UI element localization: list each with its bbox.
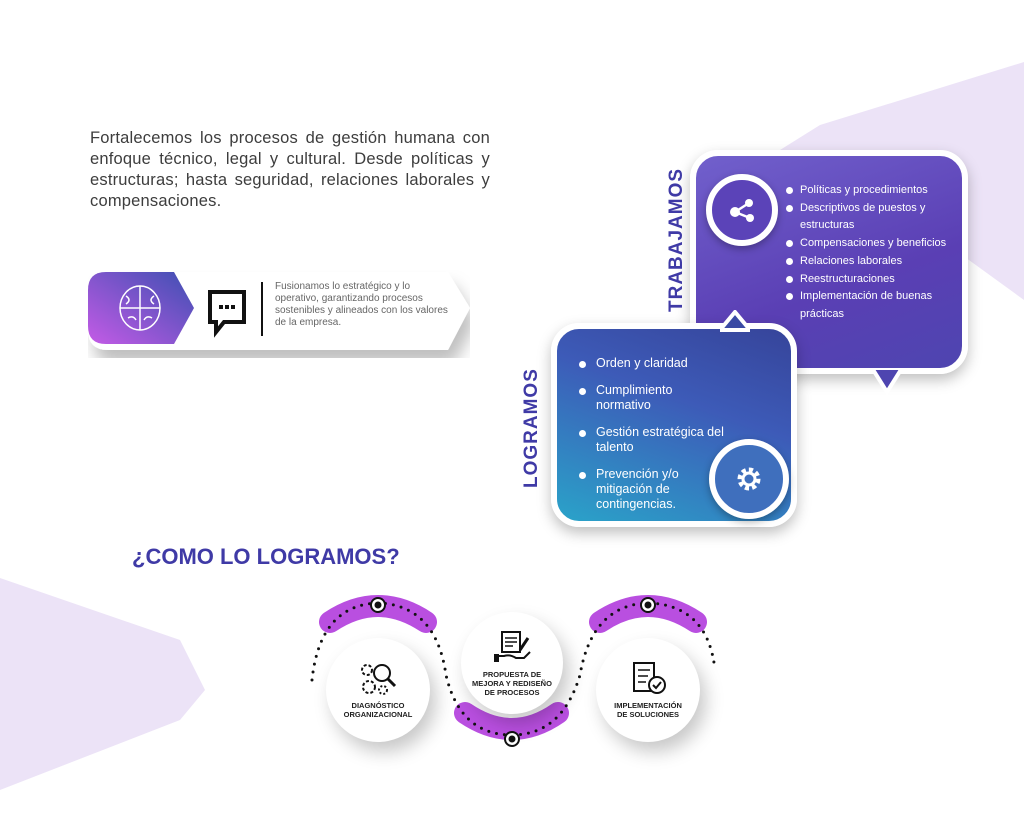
list-item: Implementación de buenas prácticas xyxy=(786,288,966,323)
step-implementacion: IMPLEMENTACIÓN DE SOLUCIONES xyxy=(596,638,700,742)
logramos-pointer xyxy=(720,310,750,332)
intro-paragraph: Fortalecemos los procesos de gestión hum… xyxy=(90,129,490,210)
section-heading: ¿COMO LO LOGRAMOS? xyxy=(132,544,400,569)
trabajamos-pointer xyxy=(872,368,902,396)
checklist-icon xyxy=(633,662,666,694)
chat-bubble-icon xyxy=(208,290,246,338)
share-icon xyxy=(706,174,778,246)
step-propuesta: PROPUESTA DE MEJORA Y REDISEÑO DE PROCES… xyxy=(461,612,563,714)
list-item: Cumplimiento normativo xyxy=(579,383,729,413)
list-item: Descriptivos de puestos y estructuras xyxy=(786,200,966,235)
list-item: Orden y claridad xyxy=(579,356,729,371)
list-item: Reestructuraciones xyxy=(786,271,966,289)
info-card xyxy=(88,272,470,350)
card-text: Fusionamos lo estratégico y lo operativo… xyxy=(275,281,448,328)
trabajamos-box: Políticas y procedimientos Descriptivos … xyxy=(690,150,968,374)
logramos-list: Orden y claridad Cumplimiento normativo … xyxy=(579,356,729,524)
step-label: PROPUESTA DE MEJORA Y REDISEÑO DE PROCES… xyxy=(472,669,552,697)
process-path xyxy=(310,595,717,747)
trabajamos-list: Políticas y procedimientos Descriptivos … xyxy=(786,182,966,324)
logramos-label: LOGRAMOS xyxy=(521,368,542,488)
list-item: Relaciones laborales xyxy=(786,253,966,271)
document-hand-icon xyxy=(494,630,531,662)
list-item: Prevención y/o mitigación de contingenci… xyxy=(579,467,729,512)
gears-search-icon xyxy=(361,664,397,695)
gear-icon xyxy=(709,439,789,519)
list-item: Gestión estratégica del talento xyxy=(579,425,729,455)
trabajamos-label: TRABAJAMOS xyxy=(666,167,687,312)
logramos-box: Orden y claridad Cumplimiento normativo … xyxy=(551,323,797,527)
step-label: IMPLEMENTACIÓN DE SOLUCIONES xyxy=(614,701,682,719)
list-item: Compensaciones y beneficios xyxy=(786,235,966,253)
step-label: DIAGNÓSTICO ORGANIZACIONAL xyxy=(343,701,413,719)
list-item: Políticas y procedimientos xyxy=(786,182,966,200)
brain-icon xyxy=(119,285,161,331)
step-diagnostico: DIAGNÓSTICO ORGANIZACIONAL xyxy=(326,638,430,742)
